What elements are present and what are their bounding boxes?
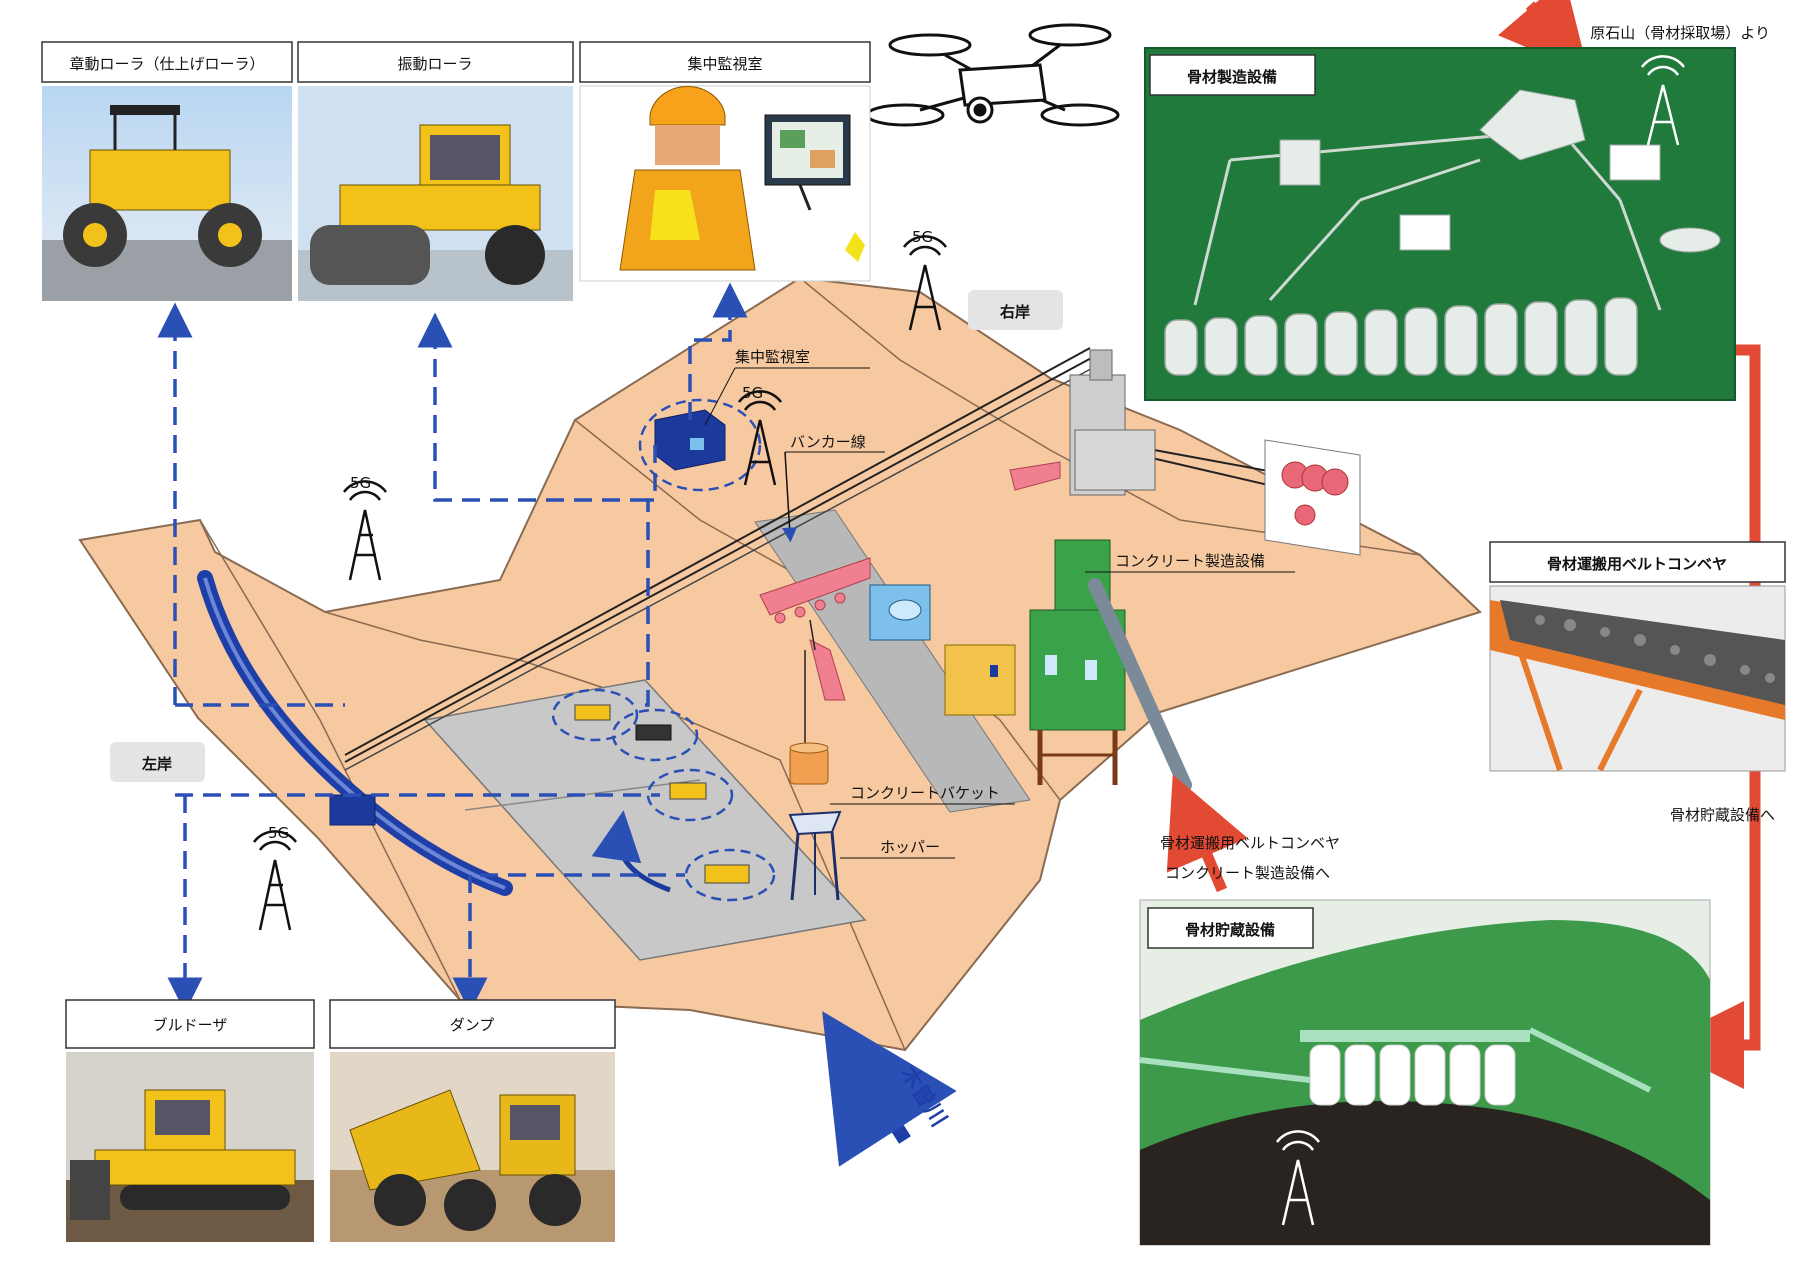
- flow-to-conveyor-line2: コンクリート製造設備へ: [1165, 864, 1330, 882]
- right-bank-badge: 右岸: [968, 290, 1063, 330]
- dump-truck-icon: [704, 864, 750, 884]
- flow-to-conveyor-line1: 骨材運搬用ベルトコンベヤ: [1160, 834, 1340, 852]
- antenna-icon: [902, 235, 948, 331]
- photo-vibration-roller: 振動ローラ: [297, 41, 574, 301]
- roller-icon: [574, 704, 611, 721]
- photo-caption: 章動ローラ（仕上げローラ）: [69, 55, 264, 73]
- photo-caption: 骨材運搬用ベルトコンベヤ: [1547, 555, 1727, 573]
- roller-icon: [635, 724, 672, 741]
- antenna-label: 5G: [268, 824, 289, 842]
- photo-control-room: 集中監視室: [579, 41, 871, 282]
- photo-aggregate-plant: 骨材製造設備: [1144, 47, 1736, 401]
- concrete-plant-structure: [1029, 539, 1192, 792]
- antenna-icon: [342, 480, 388, 581]
- river-direction: 木曽川: [822, 1011, 957, 1167]
- antenna-icon: [737, 390, 783, 486]
- antenna-icon: [252, 830, 298, 931]
- cable-crane: [329, 347, 1361, 826]
- flow-to-storage: 骨材貯蔵設備へ: [1670, 806, 1775, 824]
- hopper-label: ホッパー: [880, 838, 940, 856]
- antenna-group: 5G 5G 5G 5G: [252, 228, 948, 931]
- bulldozer-icon: [669, 782, 707, 800]
- site-machines: [551, 688, 776, 902]
- arrow-icon: [822, 1011, 957, 1167]
- concrete-bucket-label: コンクリートバケット: [850, 784, 1000, 802]
- photo-bulldozer: ブルドーザ: [65, 999, 315, 1242]
- photo-tandem-roller: 章動ローラ（仕上げローラ）: [41, 41, 293, 301]
- photo-dump: ダンプ: [329, 999, 616, 1242]
- photo-aggregate-storage: 骨材貯蔵設備: [1139, 899, 1711, 1246]
- antenna-icon: [1275, 1130, 1321, 1226]
- drone-icon: [865, 23, 1120, 127]
- photo-caption: 骨材貯蔵設備: [1185, 921, 1275, 939]
- antenna-label: 5G: [742, 384, 763, 402]
- network-links: [157, 282, 748, 1013]
- left-bank-label: 左岸: [141, 755, 172, 773]
- concrete-plant-label: コンクリート製造設備: [1115, 552, 1265, 570]
- photo-caption: 振動ローラ: [397, 55, 472, 73]
- arrow-icon: [591, 810, 671, 893]
- bunker-equipment: [869, 584, 1016, 716]
- left-bank-badge: 左岸: [110, 742, 205, 782]
- bunker-line-label: バンカー線: [790, 433, 866, 451]
- antenna-label: 5G: [350, 474, 371, 492]
- antenna-icon: [1640, 55, 1686, 146]
- photo-caption: ダンプ: [450, 1016, 495, 1034]
- concrete-bucket: [789, 742, 829, 785]
- photo-caption: 骨材製造設備: [1187, 68, 1277, 86]
- flow-from-quarry: 原石山（骨材採取場）より: [1590, 24, 1770, 42]
- photo-belt-conveyor: 骨材運搬用ベルトコンベヤ: [1489, 541, 1786, 772]
- photo-caption: 集中監視室: [687, 55, 762, 73]
- hopper: [788, 810, 842, 901]
- right-bank-label: 右岸: [1000, 303, 1030, 321]
- river-label: 木曽川: [894, 1061, 952, 1132]
- control-room-label: 集中監視室: [735, 348, 810, 366]
- photo-caption: ブルドーザ: [153, 1016, 228, 1034]
- antenna-label: 5G: [912, 228, 933, 246]
